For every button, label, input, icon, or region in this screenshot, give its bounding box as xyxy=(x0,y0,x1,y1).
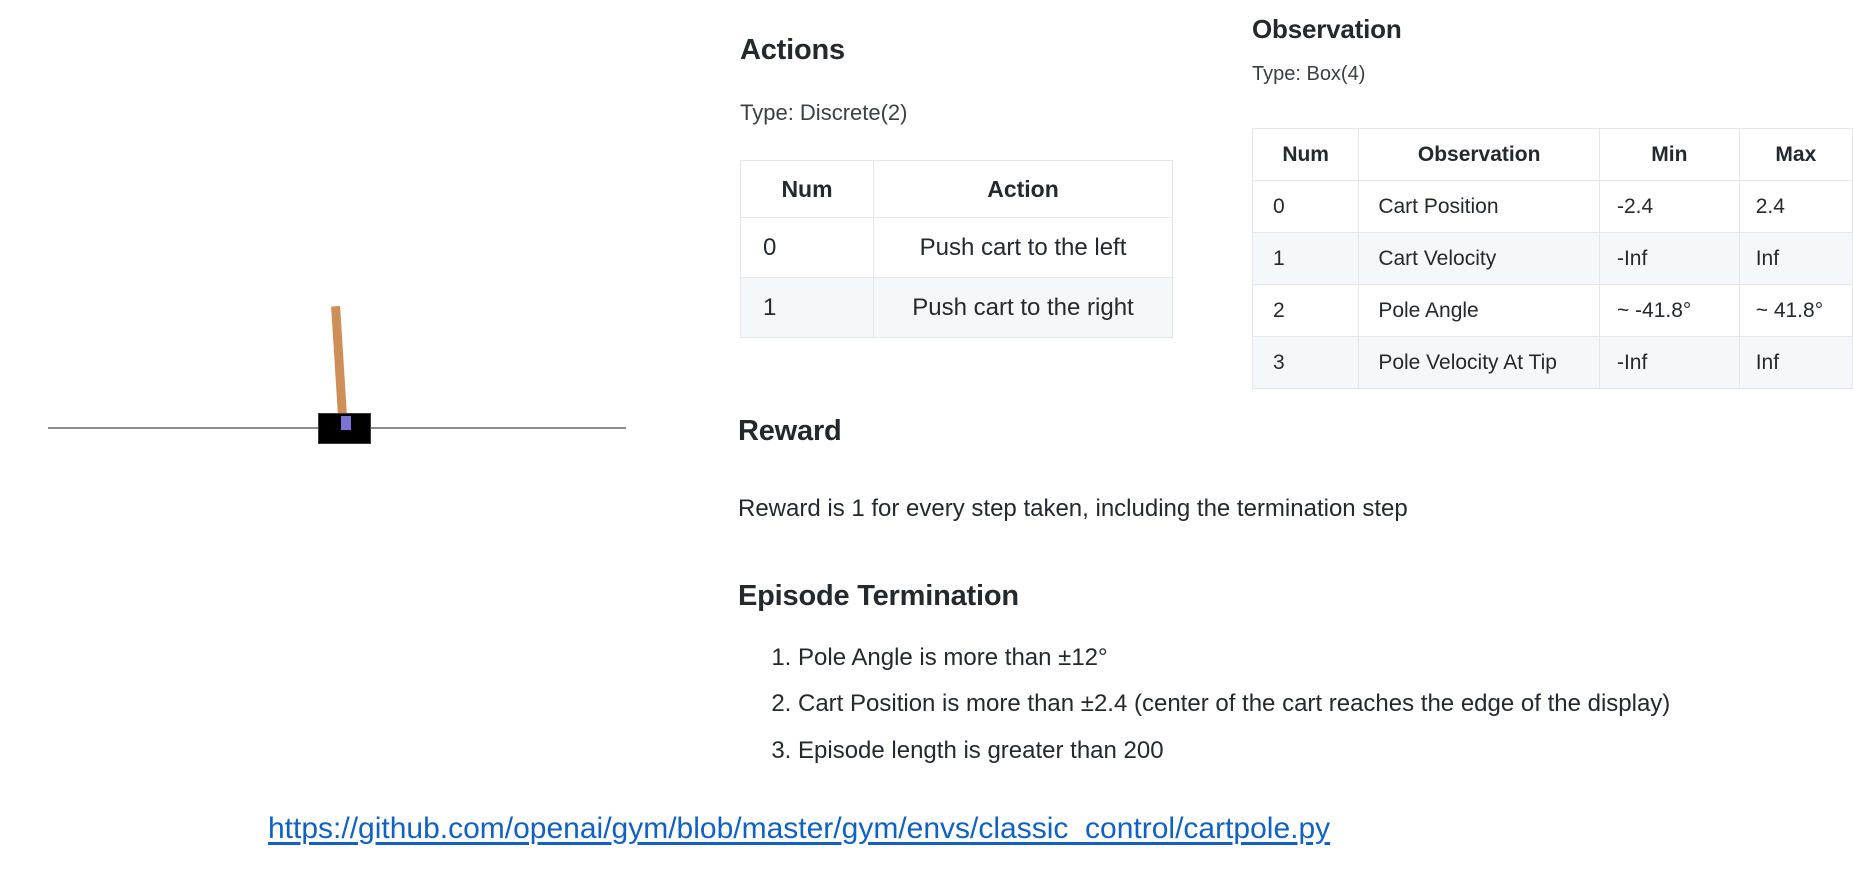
observation-cell-max: Inf xyxy=(1738,232,1853,285)
cartpole-simulation-panel xyxy=(0,0,730,780)
list-item: Cart Position is more than ±2.4 (center … xyxy=(798,690,1670,717)
observation-header-num: Num xyxy=(1251,128,1360,181)
observation-type-line: Type: Box(4) xyxy=(1252,63,1366,85)
actions-header-action: Action xyxy=(873,160,1173,218)
episode-termination-heading: Episode Termination xyxy=(738,580,1019,612)
reward-text: Reward is 1 for every step taken, includ… xyxy=(738,495,1408,522)
actions-cell-num: 0 xyxy=(740,217,874,278)
table-row: 0 Push cart to the left xyxy=(740,217,1173,278)
reward-heading: Reward xyxy=(738,415,842,447)
actions-cell-action: Push cart to the left xyxy=(873,217,1173,278)
observation-cell-min: ~ -41.8° xyxy=(1598,284,1740,337)
observation-cell-min: -Inf xyxy=(1598,336,1740,389)
observation-cell-max: ~ 41.8° xyxy=(1738,284,1853,337)
actions-cell-action: Push cart to the right xyxy=(873,277,1173,338)
observation-cell-name: Cart Velocity xyxy=(1358,232,1600,285)
observation-cell-num: 1 xyxy=(1251,232,1360,285)
table-row: 1 Cart Velocity -Inf Inf xyxy=(1251,232,1853,285)
observation-cell-name: Cart Position xyxy=(1358,180,1600,233)
cart-axle xyxy=(341,416,351,430)
actions-type-line: Type: Discrete(2) xyxy=(740,100,908,125)
observation-cell-name: Pole Angle xyxy=(1358,284,1600,337)
observation-cell-min: -2.4 xyxy=(1598,180,1740,233)
list-item: Episode length is greater than 200 xyxy=(798,737,1670,764)
observation-cell-max: 2.4 xyxy=(1738,180,1853,233)
actions-header-num: Num xyxy=(740,160,874,218)
observation-heading: Observation xyxy=(1252,14,1402,44)
termination-conditions-list: Pole Angle is more than ±12° Cart Positi… xyxy=(760,644,1670,784)
observation-table: Num Observation Min Max 0 Cart Position … xyxy=(1251,128,1853,389)
actions-heading: Actions xyxy=(740,34,845,66)
observation-header-min: Min xyxy=(1598,128,1740,181)
observation-cell-min: -Inf xyxy=(1598,232,1740,285)
observation-cell-name: Pole Velocity At Tip xyxy=(1358,336,1600,389)
source-url-link[interactable]: https://github.com/openai/gym/blob/maste… xyxy=(268,812,1331,845)
table-row: 3 Pole Velocity At Tip -Inf Inf xyxy=(1251,336,1853,389)
actions-table: Num Action 0 Push cart to the left 1 Pus… xyxy=(740,160,1173,338)
observation-cell-num: 2 xyxy=(1251,284,1360,337)
table-header-row: Num Observation Min Max xyxy=(1251,128,1853,181)
table-row: 0 Cart Position -2.4 2.4 xyxy=(1251,180,1853,233)
list-item: Pole Angle is more than ±12° xyxy=(798,644,1670,671)
observation-cell-num: 3 xyxy=(1251,336,1360,389)
observation-header-max: Max xyxy=(1738,128,1853,181)
table-row: 1 Push cart to the right xyxy=(740,277,1173,338)
observation-cell-num: 0 xyxy=(1251,180,1360,233)
observation-cell-max: Inf xyxy=(1738,336,1853,389)
table-header-row: Num Action xyxy=(740,160,1173,218)
observation-header-observation: Observation xyxy=(1358,128,1600,181)
table-row: 2 Pole Angle ~ -41.8° ~ 41.8° xyxy=(1251,284,1853,337)
actions-cell-num: 1 xyxy=(740,277,874,338)
